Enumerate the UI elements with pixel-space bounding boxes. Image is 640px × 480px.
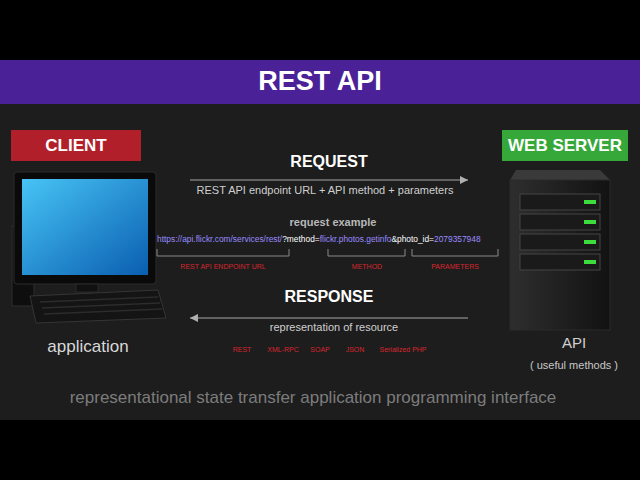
node-subtitle: application: [10, 337, 166, 357]
title: REST API: [258, 66, 382, 97]
status-led: [584, 220, 596, 224]
url-part: 2079357948: [434, 234, 481, 244]
request-description: REST API endpoint URL + API method + par…: [197, 184, 454, 197]
caption: representational state transfer applicat…: [70, 388, 557, 408]
monitor-stand: [76, 284, 98, 292]
bracket: [412, 249, 498, 256]
url-part: &photo_id=: [391, 234, 434, 244]
flow-arrow: [190, 179, 468, 180]
bracket-label: PARAMETERS: [431, 263, 479, 271]
url-part: https://api.flickr.com/services/rest/: [157, 234, 282, 244]
format-name: JSON: [346, 346, 365, 354]
edge-label: RESPONSE: [285, 288, 374, 306]
title-band: [0, 60, 640, 104]
url-part: ?method=: [282, 234, 319, 244]
node-tag: WEB SERVER: [502, 130, 628, 161]
node-subtitle: API: [514, 334, 634, 352]
server-node: WEB SERVERAPI( useful methods ): [468, 128, 630, 378]
format-name: XML-RPC: [267, 346, 299, 354]
flow-arrow: [190, 317, 468, 318]
keyboard-keys: [40, 297, 162, 314]
node-note: ( useful methods ): [514, 358, 634, 372]
status-led: [584, 200, 596, 204]
response-description: representation of resource: [270, 321, 398, 334]
format-name: Serialized PHP: [379, 346, 426, 354]
format-name: SOAP: [310, 346, 329, 354]
url-part: flickr.photos.getinfo: [320, 234, 392, 244]
format-name: REST: [233, 346, 252, 354]
node-tag: CLIENT: [11, 130, 141, 161]
status-led: [584, 240, 596, 244]
content-panel: [0, 104, 640, 420]
url-line: https://api.flickr.com/services/rest/?me…: [157, 234, 481, 245]
drive-bay: [520, 254, 600, 270]
monitor-bezel: [14, 172, 156, 284]
edge-label: REQUEST: [290, 153, 367, 171]
status-led: [584, 260, 596, 264]
server-top: [510, 170, 610, 180]
bracket-label: REST API ENDPOINT URL: [180, 263, 265, 271]
monitor-screen: [22, 179, 148, 275]
bracket: [157, 249, 289, 256]
bracket: [328, 249, 405, 256]
drive-bay: [520, 214, 600, 230]
example-heading: request example: [290, 216, 377, 229]
drive-bay: [520, 234, 600, 250]
server-front: [510, 180, 610, 330]
drive-bay: [520, 194, 600, 210]
keyboard: [30, 290, 166, 323]
client-node: CLIENT application: [10, 128, 190, 368]
bracket-label: METHOD: [352, 263, 382, 271]
